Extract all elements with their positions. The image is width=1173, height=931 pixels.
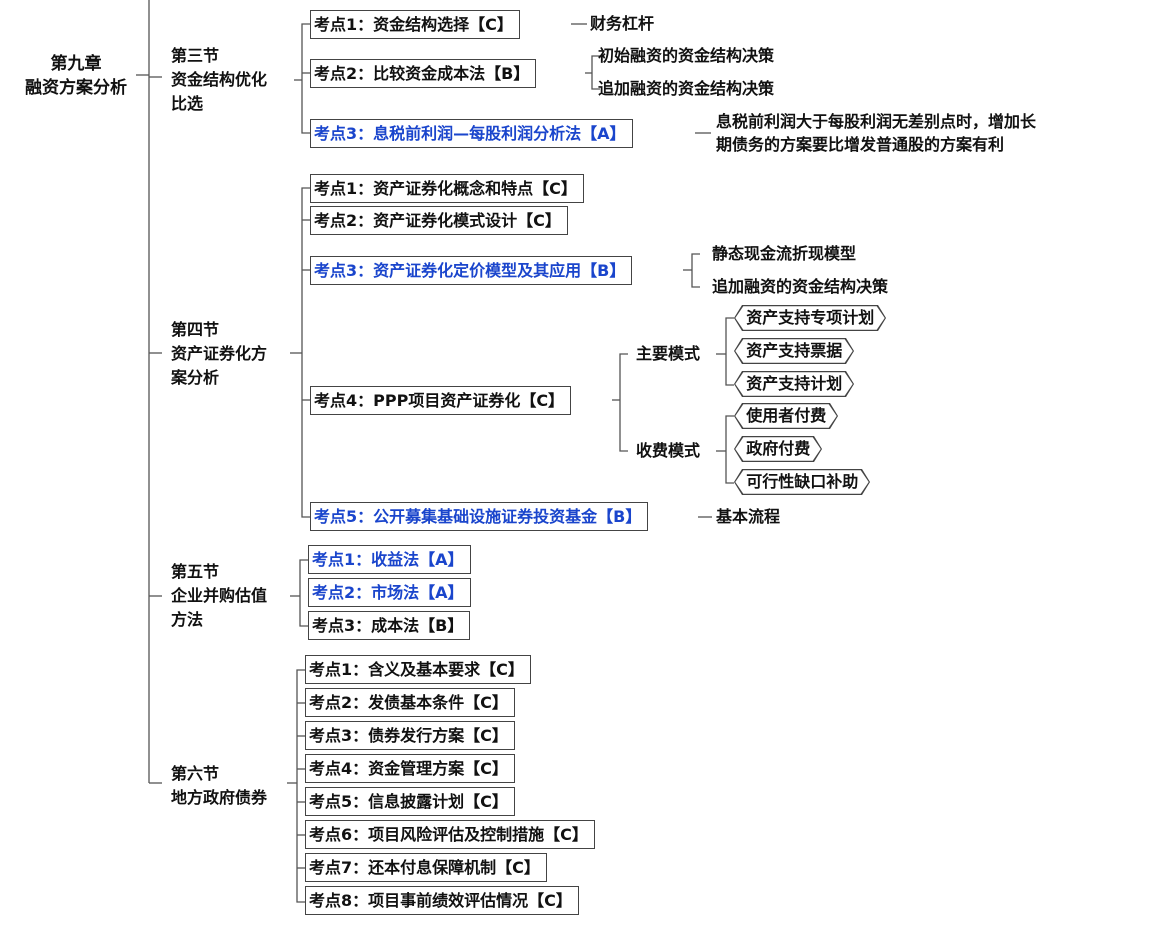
leaf-text: 基本流程: [716, 507, 781, 526]
point-box-highlighted[interactable]: 考点3：资产证券化定价模型及其应用【B】: [310, 256, 633, 285]
section-name-line: 企业并购估值: [171, 586, 268, 605]
chapter-name: 融资方案分析: [25, 78, 127, 98]
leaf-text: 初始融资的资金结构决策: [598, 46, 775, 65]
group-label: 收费模式: [636, 441, 701, 460]
mode-item[interactable]: 可行性缺口补助可行性缺口补助: [734, 469, 870, 495]
section-name-line: 资金结构优化: [171, 70, 268, 89]
section-title-6: 第六节 地方政府债券: [171, 762, 267, 810]
point-box[interactable]: 考点2：发债基本条件【C】: [305, 688, 515, 717]
section-name-line: 资产证券化方: [171, 344, 268, 363]
point-box[interactable]: 考点5：信息披露计划【C】: [305, 787, 515, 816]
point-box[interactable]: 考点1：资金结构选择【C】: [310, 10, 520, 39]
section-name-line: 地方政府债券: [171, 788, 268, 807]
leaf-text: 追加融资的资金结构决策: [712, 277, 889, 296]
leaf-text: 静态现金流折现模型: [712, 244, 857, 263]
point-box[interactable]: 考点2：资产证券化模式设计【C】: [310, 206, 568, 235]
mode-item-label: 资产支持票据: [735, 339, 852, 362]
point-box[interactable]: 考点2：比较资金成本法【B】: [310, 59, 537, 88]
mode-item-label: 使用者付费: [735, 404, 836, 427]
leaf-text: 追加融资的资金结构决策: [598, 79, 775, 98]
section-title-3: 第三节 资金结构优化 比选: [171, 44, 267, 116]
point-box[interactable]: 考点1：含义及基本要求【C】: [305, 655, 531, 684]
leaf-text: 息税前利润大于每股利润无差别点时，增加长: [716, 112, 1037, 131]
chapter-title: 第九章 融资方案分析: [20, 52, 132, 100]
section-label: 第五节: [171, 562, 220, 581]
point-box-highlighted[interactable]: 考点2：市场法【A】: [308, 578, 471, 607]
point-box[interactable]: 考点4：资金管理方案【C】: [305, 754, 515, 783]
leaf-text: 期债务的方案要比增发普通股的方案有利: [716, 135, 1005, 154]
section-name-line: 案分析: [171, 368, 220, 387]
point-box-highlighted[interactable]: 考点1：收益法【A】: [308, 545, 471, 574]
point-box[interactable]: 考点6：项目风险评估及控制措施【C】: [305, 820, 595, 849]
mode-item[interactable]: 使用者付费使用者付费: [734, 403, 838, 429]
point-box[interactable]: 考点3：债券发行方案【C】: [305, 721, 515, 750]
mode-item[interactable]: 政府付费政府付费: [734, 436, 822, 462]
mode-item-label: 资产支持计划: [735, 372, 852, 395]
point-box[interactable]: 考点4：PPP项目资产证券化【C】: [310, 386, 572, 415]
section-name-line: 方法: [171, 610, 204, 629]
mode-item[interactable]: 资产支持计划资产支持计划: [734, 371, 854, 397]
mode-item-label: 政府付费: [735, 437, 820, 460]
point-box[interactable]: 考点8：项目事前绩效评估情况【C】: [305, 886, 579, 915]
mode-item[interactable]: 资产支持票据资产支持票据: [734, 338, 854, 364]
section-name-line: 比选: [171, 94, 204, 113]
section-label: 第三节: [171, 46, 220, 65]
point-box[interactable]: 考点7：还本付息保障机制【C】: [305, 853, 547, 882]
point-box[interactable]: 考点1：资产证券化概念和特点【C】: [310, 174, 584, 203]
point-box[interactable]: 考点3：成本法【B】: [308, 611, 471, 640]
group-label: 主要模式: [636, 344, 701, 363]
point-box-highlighted[interactable]: 考点3：息税前利润—每股利润分析法【A】: [310, 119, 633, 148]
chapter-number: 第九章: [50, 54, 102, 74]
section-label: 第六节: [171, 764, 220, 783]
mode-item-label: 资产支持专项计划: [735, 306, 884, 329]
section-title-4: 第四节 资产证券化方 案分析: [171, 318, 267, 390]
point-box-highlighted[interactable]: 考点5：公开募集基础设施证券投资基金【B】: [310, 502, 649, 531]
mode-item[interactable]: 资产支持专项计划资产支持专项计划: [734, 305, 886, 331]
mode-item-label: 可行性缺口补助: [735, 470, 868, 493]
section-label: 第四节: [171, 320, 220, 339]
leaf-text: 财务杠杆: [590, 14, 655, 33]
section-title-5: 第五节 企业并购估值 方法: [171, 560, 267, 632]
